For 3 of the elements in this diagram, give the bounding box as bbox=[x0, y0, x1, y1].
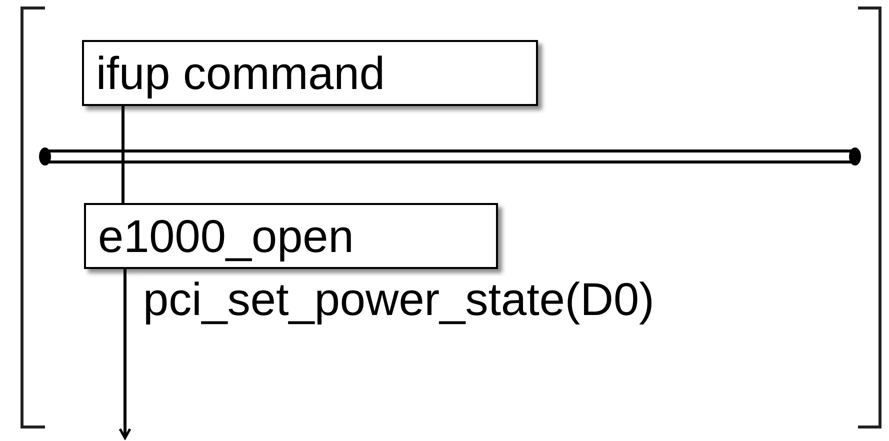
arrow bbox=[118, 269, 132, 440]
process-box: ifup command bbox=[82, 40, 538, 106]
process-box: e1000_open bbox=[84, 203, 498, 269]
